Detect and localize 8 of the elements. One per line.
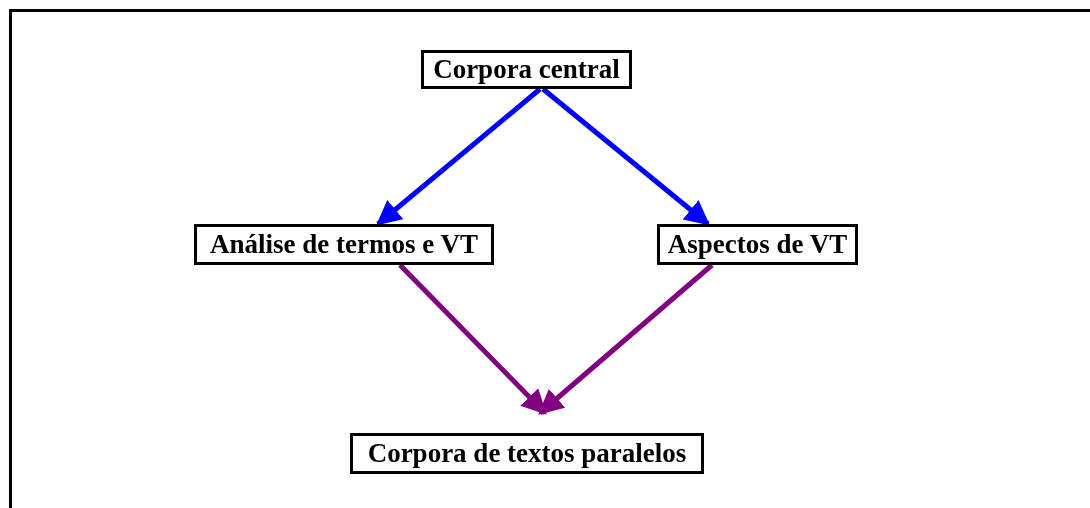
text-box: Corpora central [421,50,632,89]
text-box: Análise de termos e VT [194,224,494,265]
text-box: Corpora de textos paralelos [350,433,704,474]
arrow [376,87,542,226]
text-box: Aspectos de VT [657,224,858,265]
arrow [538,263,714,415]
arrow [541,87,710,226]
arrow [398,263,547,415]
